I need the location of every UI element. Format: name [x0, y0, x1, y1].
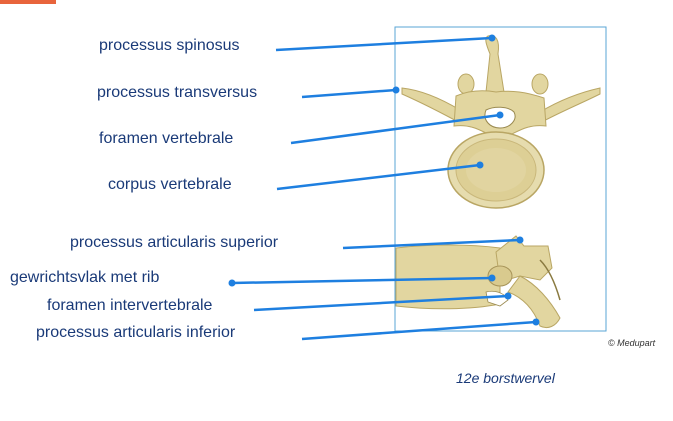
leader-dot-art-superior	[516, 236, 524, 244]
leader-line-rib	[231, 276, 493, 285]
leader-line-spinosus	[275, 36, 493, 52]
leader-dot-foramen-vertebrale	[496, 111, 504, 119]
leader-line-art-superior	[342, 238, 521, 250]
leader-line-art-inferior	[301, 320, 537, 341]
leader-dot-art-inferior	[532, 318, 540, 326]
leader-line-foramen-vertebrale	[290, 113, 501, 145]
copyright-notice: © Medupart	[608, 338, 656, 348]
label-foramen-vertebrale: foramen vertebrale	[99, 130, 234, 147]
leader-dot-spinosus	[488, 34, 496, 42]
leader-lines	[228, 34, 540, 341]
label-gewrichtsvlak-met-rib: gewrichtsvlak met rib	[10, 269, 160, 286]
label-processus-articularis-superior: processus articularis superior	[70, 234, 279, 251]
leader-line-foramen-intervertebrale	[253, 294, 509, 312]
leader-dot-rib	[488, 274, 496, 282]
label-foramen-intervertebrale: foramen intervertebrale	[47, 297, 213, 314]
label-processus-spinosus: processus spinosus	[99, 37, 240, 54]
vertebra-side-view	[395, 235, 561, 329]
figure-caption: 12e borstwervel	[456, 370, 555, 386]
label-processus-articularis-inferior: processus articularis inferior	[36, 324, 236, 341]
illustration-frame	[394, 26, 607, 332]
leader-line-transversus	[301, 88, 397, 99]
vertebra-top-view	[401, 35, 601, 209]
leader-dot-rib-start	[228, 279, 236, 287]
leader-dot-transversus	[392, 86, 400, 94]
leader-line-corpus	[276, 163, 481, 191]
accent-bar	[0, 0, 56, 4]
leader-dot-foramen-intervertebrale	[504, 292, 512, 300]
leader-dot-corpus	[476, 161, 484, 169]
label-processus-transversus: processus transversus	[97, 84, 258, 101]
label-corpus-vertebrale: corpus vertebrale	[108, 176, 232, 193]
